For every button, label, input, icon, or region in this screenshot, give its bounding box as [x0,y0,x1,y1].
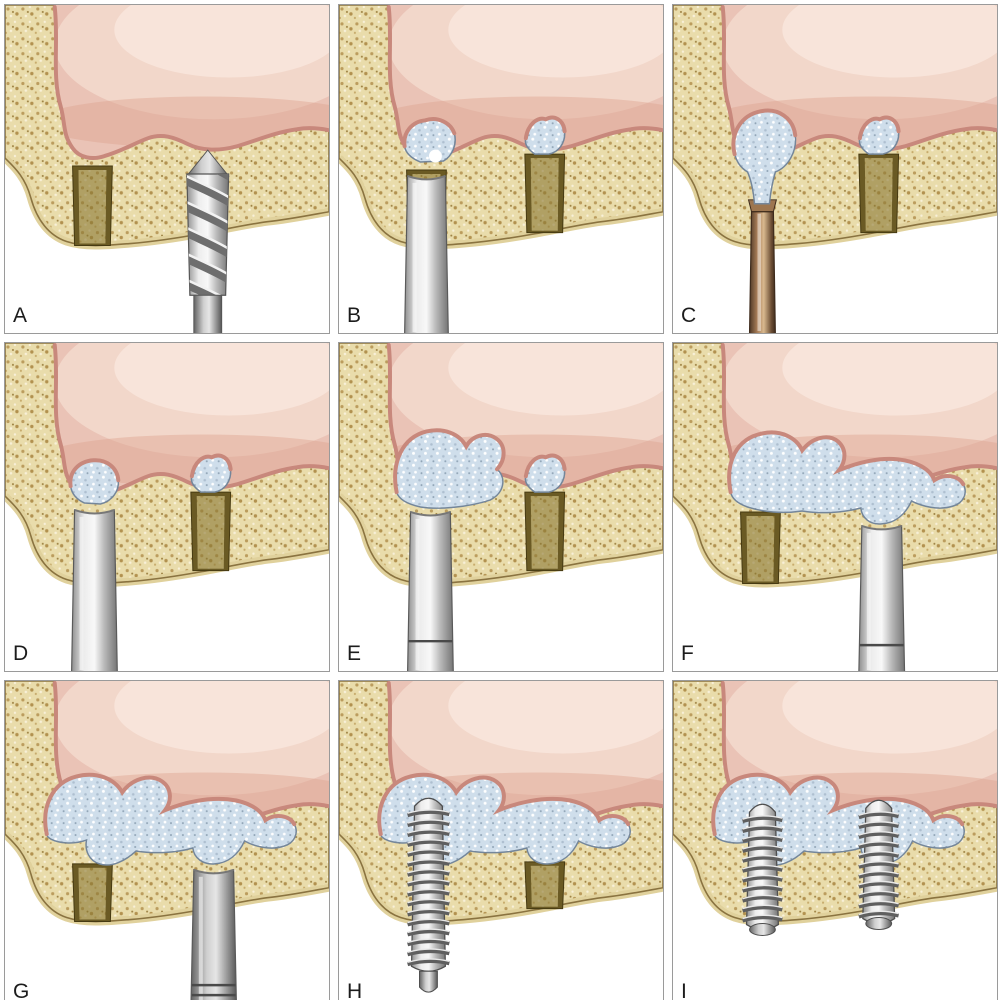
panel-b-illustration [339,5,663,333]
panel-i-label: I [681,980,687,1000]
panel-b: B [338,4,664,334]
panel-g: G [4,680,330,1000]
panel-f: F [672,342,998,672]
panel-g-illustration [5,681,329,1000]
panel-h-illustration [339,681,663,1000]
panel-b-label: B [347,304,362,327]
panel-h-label: H [347,980,363,1000]
panel-e: E [338,342,664,672]
panel-c: C [672,4,998,334]
panel-d: D [4,342,330,672]
panel-e-label: E [347,642,362,665]
panel-d-label: D [13,642,29,665]
panel-c-label: C [681,304,697,327]
panel-e-illustration [339,343,663,671]
panel-i-illustration [673,681,997,1000]
panel-d-illustration [5,343,329,671]
panel-a-illustration [5,5,329,333]
panel-f-illustration [673,343,997,671]
panel-f-label: F [681,642,694,665]
panel-a: A [4,4,330,334]
panel-c-illustration [673,5,997,333]
panel-a-label: A [13,304,28,327]
panel-i: I [672,680,998,1000]
panel-h: H [338,680,664,1000]
panel-g-label: G [13,980,30,1000]
